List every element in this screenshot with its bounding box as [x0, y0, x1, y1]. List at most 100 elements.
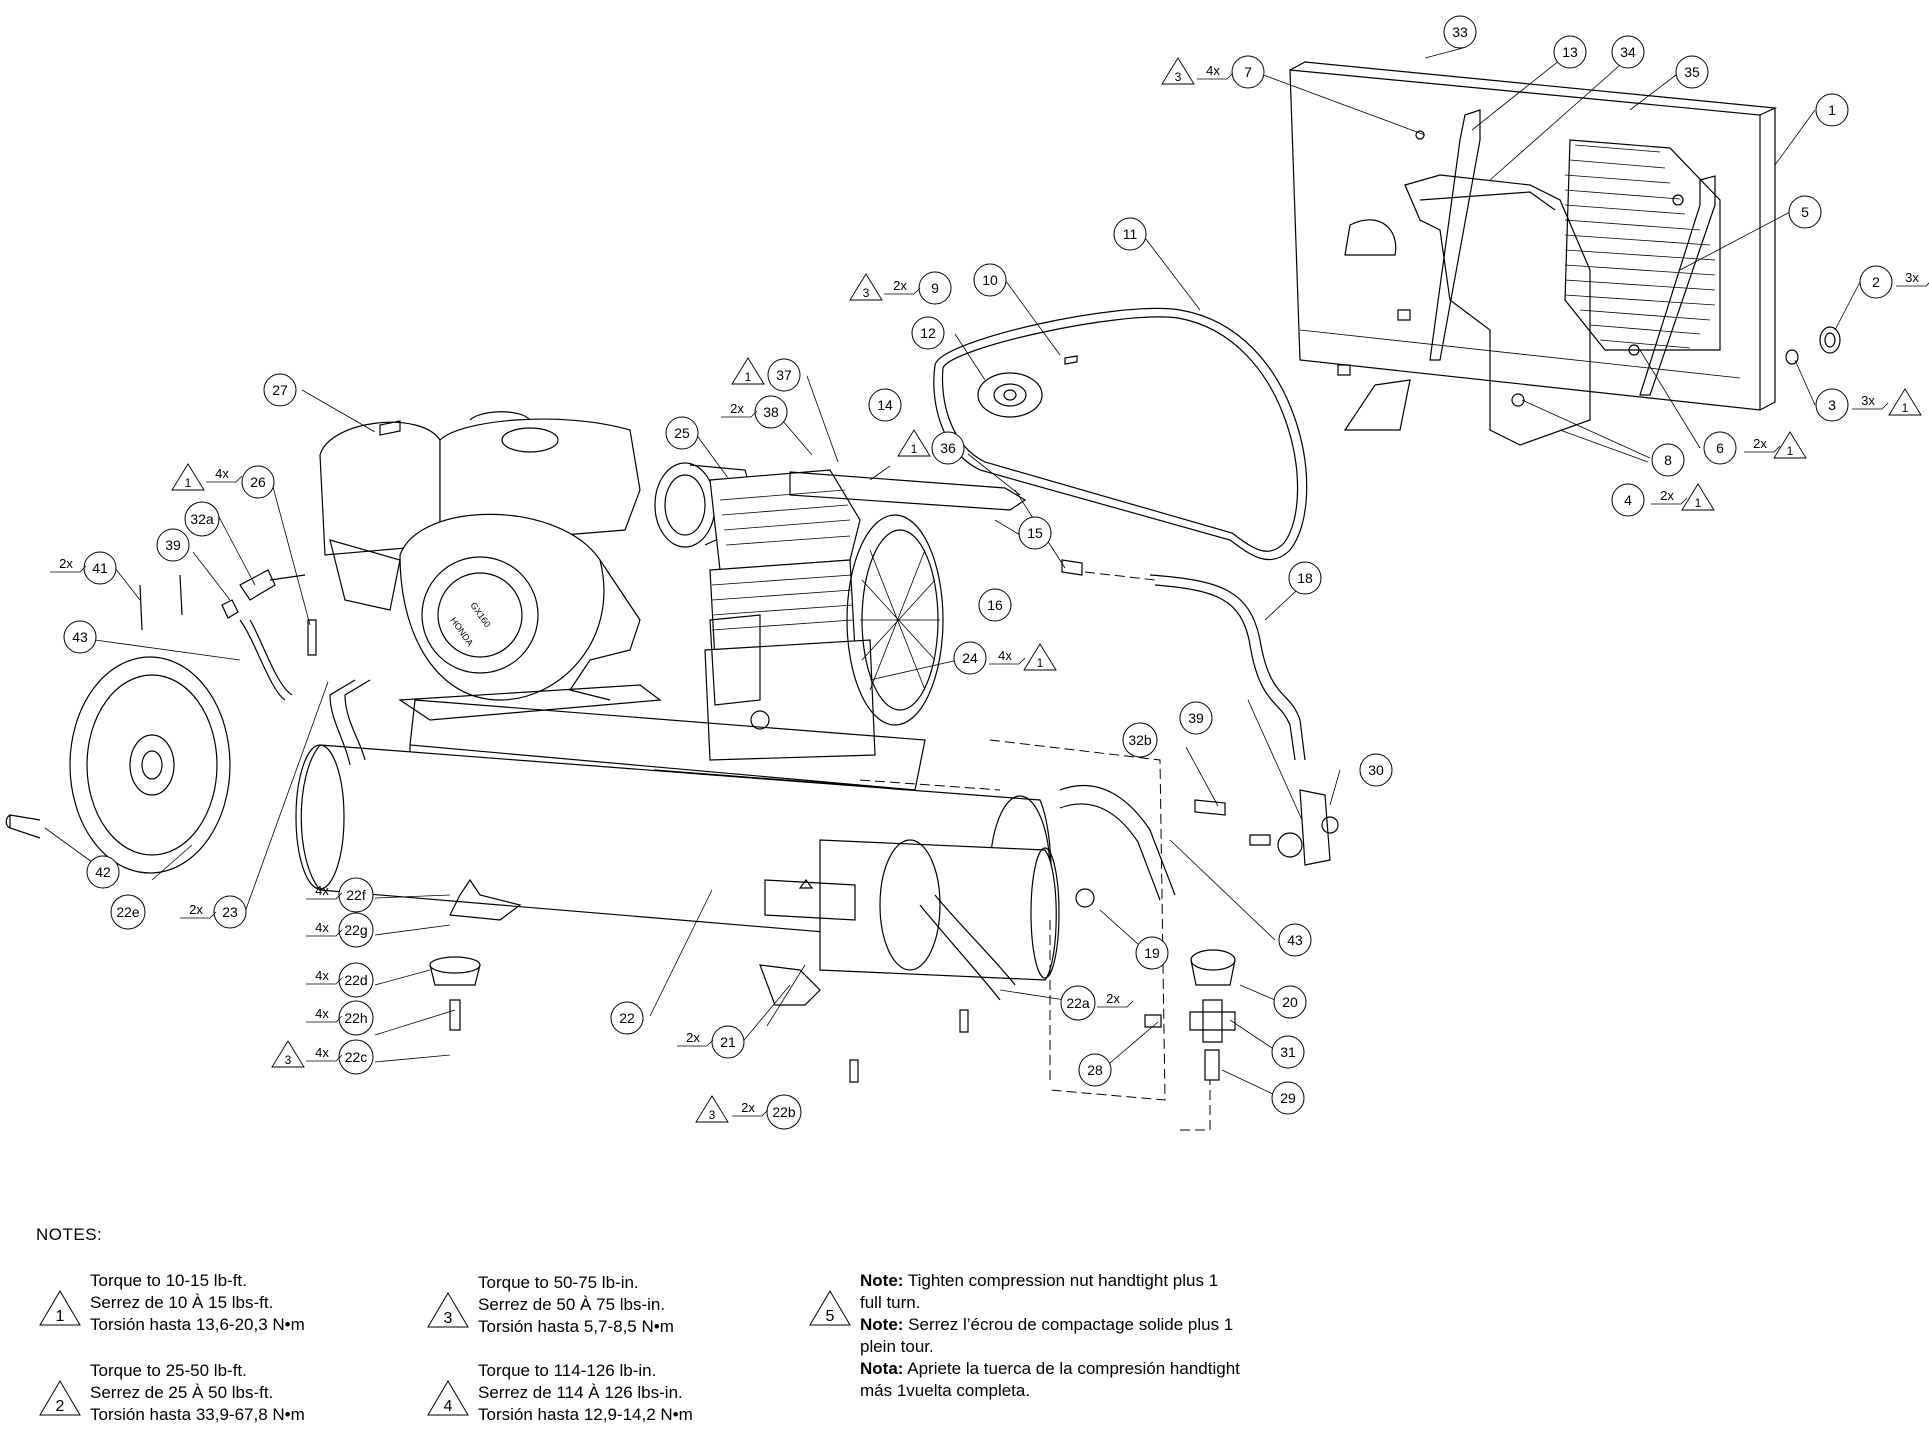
svg-text:34: 34 — [1620, 44, 1636, 60]
svg-text:1: 1 — [1828, 102, 1836, 118]
svg-text:4: 4 — [1624, 492, 1632, 508]
svg-text:39: 39 — [165, 537, 181, 553]
svg-text:23: 23 — [222, 904, 238, 920]
callout-2: 2 — [1859, 265, 1893, 299]
svg-text:27: 27 — [272, 382, 288, 398]
callout-22a: 22a — [1060, 985, 1096, 1021]
callout-28: 28 — [1078, 1053, 1112, 1087]
quantity-4: 2x — [1651, 488, 1688, 505]
callout-15: 15 — [1018, 516, 1052, 550]
callout-31: 31 — [1271, 1035, 1305, 1069]
callout-41: 41 — [83, 551, 117, 585]
svg-text:22a: 22a — [1066, 995, 1090, 1011]
note-5-en-2: full turn. — [860, 1293, 921, 1312]
svg-text:22g: 22g — [344, 922, 367, 938]
quantity-23: 2x — [180, 902, 217, 919]
note-1-es: Torsión hasta 13,6-20,3 N•m — [90, 1315, 305, 1334]
callout-37: 37 — [767, 358, 801, 392]
callout-25: 25 — [665, 416, 699, 450]
callout-21: 21 — [711, 1025, 745, 1059]
svg-text:12: 12 — [920, 325, 936, 341]
note-2-flag-icon: 2 — [39, 1380, 81, 1416]
callout-39: 39 — [1179, 701, 1213, 735]
svg-text:37: 37 — [776, 367, 792, 383]
callout-9: 9 — [918, 271, 952, 305]
svg-text:28: 28 — [1087, 1062, 1103, 1078]
svg-text:1: 1 — [56, 1308, 65, 1325]
svg-text:4x: 4x — [1206, 63, 1220, 78]
torque-flag-3: 1 — [1888, 388, 1922, 416]
note-1-fr: Serrez de 10 À 15 lbs-ft. — [90, 1293, 274, 1312]
svg-text:22c: 22c — [345, 1049, 368, 1065]
callout-10: 10 — [973, 263, 1007, 297]
svg-text:19: 19 — [1144, 945, 1160, 961]
svg-text:22f: 22f — [346, 887, 366, 903]
callout-7: 7 — [1231, 55, 1265, 89]
fitting-parts — [139, 559, 1339, 1131]
note-1-flag-icon: 1 — [39, 1290, 81, 1326]
belt-guard-assembly — [1289, 61, 1841, 446]
callout-22b: 22b — [766, 1094, 802, 1130]
torque-flag-37: 1 — [731, 357, 765, 385]
notes-title: NOTES: — [36, 1225, 103, 1244]
svg-text:2x: 2x — [1660, 488, 1674, 503]
torque-flag-4: 1 — [1681, 483, 1715, 511]
svg-text:1: 1 — [1695, 496, 1702, 510]
svg-text:43: 43 — [1287, 932, 1303, 948]
note-2-fr: Serrez de 25 À 50 lbs-ft. — [90, 1383, 274, 1402]
svg-text:11: 11 — [1123, 226, 1138, 242]
torque-flag-9: 3 — [849, 273, 883, 301]
svg-text:2x: 2x — [59, 556, 73, 571]
svg-text:22b: 22b — [772, 1104, 796, 1120]
callout-43: 43 — [63, 620, 97, 654]
quantity-21: 2x — [677, 1030, 714, 1047]
callout-12: 12 — [911, 316, 945, 350]
svg-text:25: 25 — [674, 425, 690, 441]
svg-text:16: 16 — [987, 597, 1003, 613]
svg-text:3x: 3x — [1861, 393, 1875, 408]
callout-36: 36 — [931, 431, 965, 465]
svg-text:20: 20 — [1282, 994, 1298, 1010]
callout-43: 43 — [1278, 923, 1312, 957]
quantity-6: 2x — [1744, 436, 1781, 453]
svg-text:4x: 4x — [315, 1045, 329, 1060]
svg-text:22: 22 — [619, 1010, 635, 1026]
svg-text:31: 31 — [1280, 1044, 1296, 1060]
svg-text:8: 8 — [1664, 452, 1672, 468]
callout-6: 6 — [1703, 431, 1737, 465]
svg-text:32a: 32a — [190, 511, 214, 527]
quantity-26: 4x — [206, 466, 243, 483]
svg-text:2x: 2x — [741, 1100, 755, 1115]
svg-text:3: 3 — [285, 1053, 292, 1067]
svg-text:35: 35 — [1684, 64, 1700, 80]
svg-text:38: 38 — [763, 404, 779, 420]
quantity-22d: 4x — [306, 968, 343, 985]
note-4-flag-icon: 4 — [427, 1380, 469, 1416]
note-2-es: Torsión hasta 33,9-67,8 N•m — [90, 1405, 305, 1424]
callout-26: 26 — [241, 465, 275, 499]
svg-text:2x: 2x — [686, 1030, 700, 1045]
note-5-es-2: más 1vuelta completa. — [860, 1381, 1031, 1400]
note-5-en: Note: Tighten compression nut handtight … — [860, 1271, 1219, 1290]
notes-section: NOTES: 1 Torque to 10-15 lb-ft. Serrez d… — [0, 1205, 1929, 1439]
torque-flag-22b: 3 — [695, 1095, 729, 1123]
svg-text:22h: 22h — [344, 1010, 367, 1026]
note-5-flag-icon: 5 — [809, 1290, 851, 1326]
quantity-9: 2x — [884, 278, 921, 295]
quantity-2: 3x — [1896, 270, 1929, 287]
svg-text:3: 3 — [1175, 70, 1182, 84]
quantity-22f: 4x — [306, 883, 343, 900]
svg-text:1: 1 — [911, 442, 918, 456]
torque-flag-6: 1 — [1773, 431, 1807, 459]
svg-text:18: 18 — [1297, 570, 1313, 586]
callout-30: 30 — [1359, 753, 1393, 787]
svg-text:1: 1 — [745, 370, 752, 384]
callout-38: 38 — [754, 395, 788, 429]
svg-text:22d: 22d — [344, 972, 367, 988]
pump-assembly — [654, 462, 1027, 761]
callout-22e: 22e — [110, 894, 146, 930]
svg-text:29: 29 — [1280, 1090, 1296, 1106]
svg-text:3x: 3x — [1905, 270, 1919, 285]
callout-24: 24 — [953, 641, 987, 675]
